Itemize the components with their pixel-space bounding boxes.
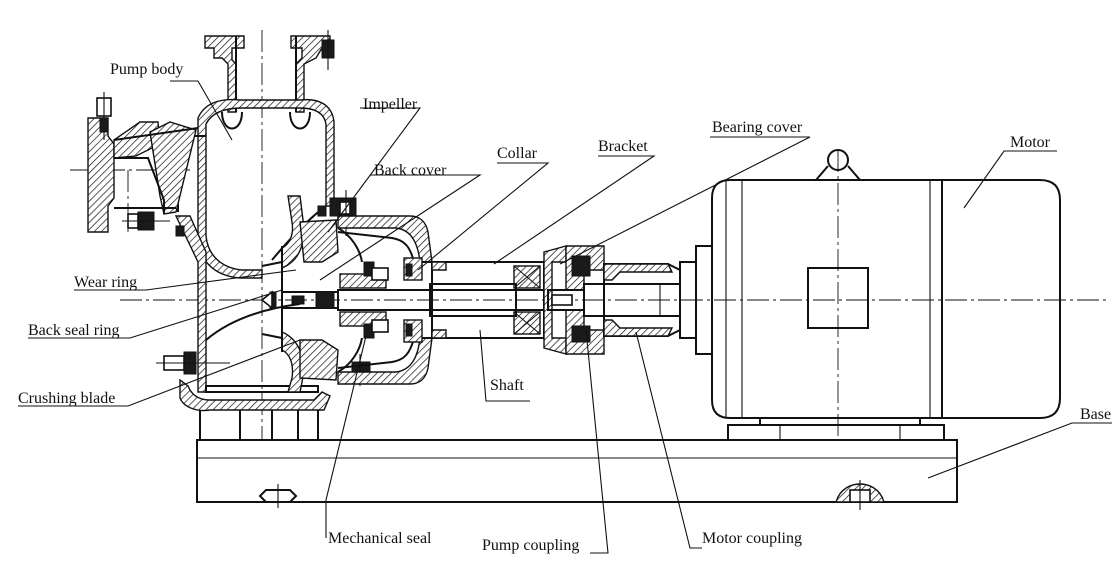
label-crushing-blade: Crushing blade: [18, 390, 115, 407]
label-motor-coupling: Motor coupling: [702, 530, 802, 547]
motor: [711, 149, 1061, 425]
label-collar: Collar: [497, 145, 538, 162]
motor-coupling: [583, 245, 713, 355]
label-pump-coupling: Pump coupling: [482, 537, 579, 554]
bracket: [337, 215, 545, 385]
label-shaft: Shaft: [490, 377, 524, 394]
pump-body: [156, 98, 335, 412]
label-pump-body: Pump body: [110, 61, 183, 78]
centerlines: [70, 30, 1108, 440]
label-back-seal-ring: Back seal ring: [28, 322, 120, 339]
label-wear-ring: Wear ring: [74, 274, 137, 291]
label-bearing-cover: Bearing cover: [712, 119, 803, 136]
impeller-region: [260, 190, 371, 393]
pump-coupling: [543, 245, 605, 355]
leader-lines: [18, 80, 1112, 554]
label-motor: Motor: [1010, 134, 1051, 151]
suction-inlet: [87, 92, 199, 237]
label-base: Base: [1080, 406, 1111, 423]
labels: Pump body Impeller Back cover Collar Bra…: [18, 61, 1111, 554]
label-mechanical-seal: Mechanical seal: [328, 530, 432, 547]
label-impeller: Impeller: [363, 96, 418, 113]
label-bracket: Bracket: [598, 138, 648, 155]
base: [196, 406, 958, 510]
label-back-cover: Back cover: [374, 162, 447, 179]
